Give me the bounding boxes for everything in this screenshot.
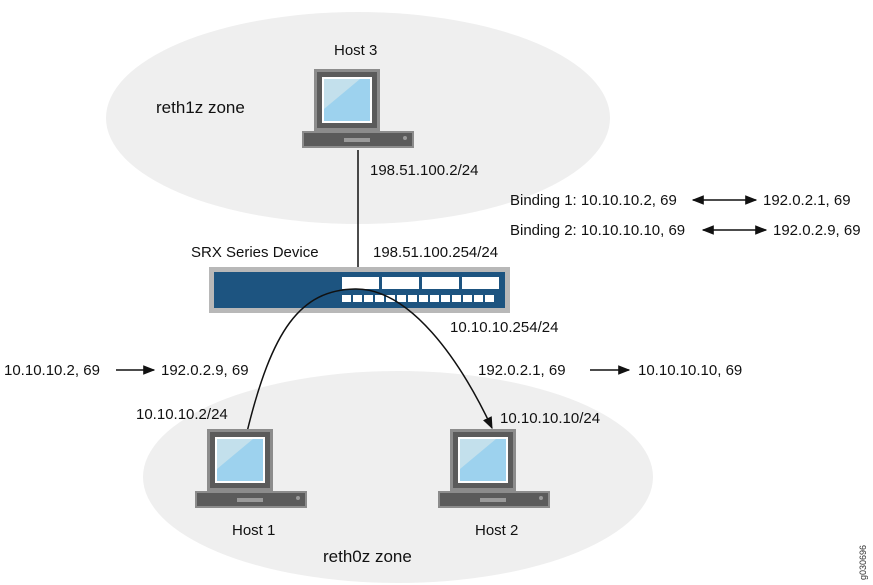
traffic-path-arc <box>246 288 493 433</box>
zone-bottom-ellipse <box>143 371 653 583</box>
binding1-target: 192.0.2.1, 69 <box>763 192 851 209</box>
zone-top-label: reth1z zone <box>156 98 245 117</box>
device-ip-upper: 198.51.100.254/24 <box>373 244 498 261</box>
host2-label: Host 2 <box>475 522 518 539</box>
binding2-target: 192.0.2.9, 69 <box>773 222 861 239</box>
binding1-label: Binding 1: 10.10.10.2, 69 <box>510 192 677 209</box>
flow1-from: 10.10.10.2, 69 <box>4 362 100 379</box>
flow2-from: 192.0.2.1, 69 <box>478 362 566 379</box>
binding2-label: Binding 2: 10.10.10.10, 69 <box>510 222 685 239</box>
flow1-to: 192.0.2.9, 69 <box>161 362 249 379</box>
host2-ip: 10.10.10.10/24 <box>500 410 600 427</box>
flow2-to: 10.10.10.10, 69 <box>638 362 742 379</box>
host3-label: Host 3 <box>334 42 377 59</box>
device-ip-lower: 10.10.10.254/24 <box>450 319 558 336</box>
srx-device-icon[interactable] <box>209 267 510 313</box>
figure-id: g030696 <box>858 545 868 580</box>
host3-ip: 198.51.100.2/24 <box>370 162 478 179</box>
host1-ip: 10.10.10.2/24 <box>136 406 228 423</box>
host1-label: Host 1 <box>232 522 275 539</box>
zone-bottom-label: reth0z zone <box>323 547 412 566</box>
device-label: SRX Series Device <box>191 244 319 261</box>
